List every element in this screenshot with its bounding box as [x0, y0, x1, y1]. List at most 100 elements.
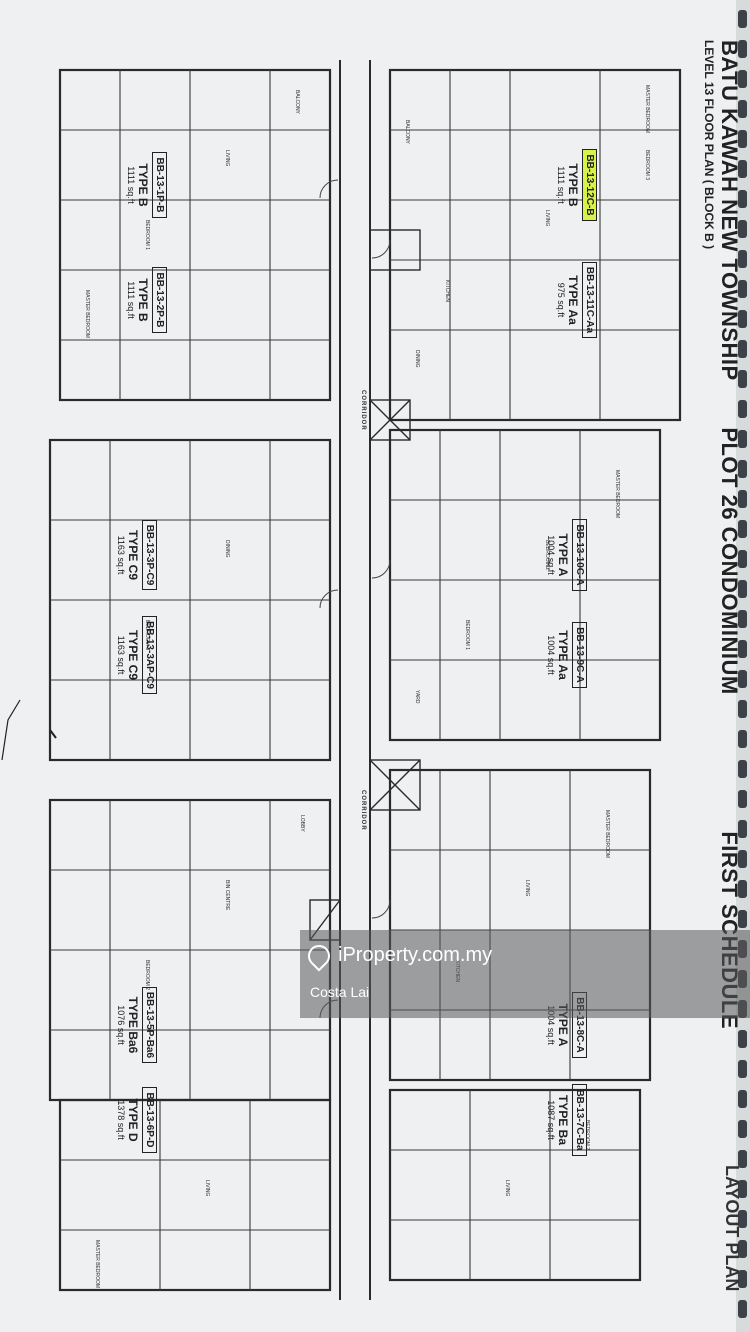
binding-ring [738, 220, 747, 238]
binding-ring [738, 370, 747, 388]
binding-ring [738, 460, 747, 478]
room-label: BIN CENTRE [224, 880, 230, 911]
unit-type: TYPE B [136, 163, 150, 207]
binding-ring [738, 280, 747, 298]
binding-ring [738, 190, 747, 208]
unit-type: TYPE C9 [126, 529, 140, 580]
room-label: LIVING [544, 210, 550, 227]
unit-area: 1111 sq.ft [126, 166, 136, 204]
unit-type: TYPE D [126, 1098, 140, 1142]
unit-label: BB-13-6P-D TYPE D 1378 sq.ft [116, 1075, 160, 1165]
unit-code: BB-13-3P-C9 [142, 519, 157, 591]
room-label: KITCHEN [444, 280, 450, 302]
binding-ring [738, 310, 747, 328]
room-label: MASTER BEDROOM [84, 290, 90, 339]
unit-label: BB-13-2P-B TYPE B 1111 sq.ft [126, 255, 170, 345]
unit-type: TYPE A [556, 533, 570, 577]
lower-left-units [58, 68, 332, 402]
unit-type: TYPE B [136, 278, 150, 322]
binding-ring [738, 340, 747, 358]
unit-label: BB-13-3P-C9 TYPE C9 1163 sq.ft [116, 510, 160, 600]
room-label: LIVING [204, 1180, 210, 1197]
binding-ring [738, 1270, 747, 1288]
upper-mid-left-units [388, 428, 662, 742]
binding-ring [738, 610, 747, 628]
binding-ring [738, 640, 747, 658]
unit-label: BB-13-10C-A TYPE A 1004 sq.ft [546, 510, 590, 600]
unit-code: BB-13-10C-A [572, 519, 587, 591]
unit-area: 1163 sq.ft [116, 635, 126, 675]
binding-ring [738, 130, 747, 148]
unit-label: BB-13-9C-A TYPE Aa 1004 sq.ft [546, 610, 590, 700]
binding-ring [738, 730, 747, 748]
room-label: MASTER BEDROOM [94, 1240, 100, 1289]
room-label: MASTER BEDROOM [604, 810, 610, 859]
unit-area: 1111 sq.ft [556, 166, 566, 204]
binding-ring [738, 10, 747, 28]
room-label: MASTER BEDROOM [644, 85, 650, 134]
binding-ring [738, 1180, 747, 1198]
unit-code: BB-13-6P-D [142, 1087, 157, 1153]
unit-code: BB-13-5P-Ba6 [142, 986, 157, 1064]
watermark-brand-text: iProperty.com.my [338, 944, 493, 966]
lower-right-units [58, 1098, 332, 1292]
unit-code: BB-13-3AP-C9 [142, 616, 157, 694]
unit-type: TYPE B [566, 163, 580, 207]
room-label: LOBBY [299, 815, 305, 832]
binding-ring [738, 880, 747, 898]
unit-type: TYPE C9 [126, 629, 140, 680]
binding-ring [738, 70, 747, 88]
unit-label: BB-13-3AP-C9 TYPE C9 1163 sq.ft [116, 610, 160, 700]
unit-code: BB-13-7C-Ba [572, 1084, 587, 1156]
unit-label: BB-13-5P-Ba6 TYPE Ba6 1076 sq.ft [116, 980, 160, 1070]
unit-area: 1004 sq.ft [546, 535, 556, 575]
room-label: BALCONY [294, 90, 300, 114]
binding-ring [738, 400, 747, 418]
binding-ring [738, 790, 747, 808]
unit-code: BB-13-2P-B [152, 267, 167, 333]
room-label: YARD [414, 690, 420, 704]
binding-ring [738, 40, 747, 58]
binding-ring [738, 670, 747, 688]
binding-ring [738, 1300, 747, 1318]
room-label: DINING [224, 540, 230, 558]
corridor-label: CORRIDOR [360, 390, 366, 431]
binding-ring [738, 430, 747, 448]
binding-ring [738, 1060, 747, 1078]
watermark-agent: Costa Lai [310, 984, 370, 1000]
binding-ring [738, 1240, 747, 1258]
room-label: LIVING [504, 1180, 510, 1197]
unit-area: 1076 sq.ft [116, 1005, 126, 1045]
binding-ring [738, 550, 747, 568]
upper-left-units [388, 68, 682, 422]
binding-ring [738, 490, 747, 508]
upper-mid-right-units [388, 768, 652, 1082]
room-label: DINING [414, 350, 420, 368]
unit-code: BB-13-12C-B [582, 149, 597, 221]
binding-ring [738, 700, 747, 718]
unit-type: TYPE Ba [556, 1094, 570, 1145]
unit-area: 1087 sq.ft [546, 1100, 556, 1140]
binding-ring [738, 520, 747, 538]
binding-ring [738, 1030, 747, 1048]
room-label: MASTER BEDROOM [614, 470, 620, 519]
watermark-brand: iProperty.com.my [303, 939, 493, 972]
binding-ring [738, 160, 747, 178]
binding-ring [738, 910, 747, 928]
binding-ring [738, 1120, 747, 1138]
location-pin-icon [303, 939, 335, 972]
unit-area: 1004 sq.ft [546, 635, 556, 675]
unit-area: 1111 sq.ft [126, 281, 136, 319]
unit-label: BB-13-12C-B TYPE B 1111 sq.ft [556, 140, 600, 230]
unit-code: BB-13-1P-B [152, 152, 167, 218]
binding-ring [738, 820, 747, 838]
binding-ring [738, 1090, 747, 1108]
iproperty-watermark: iProperty.com.my Costa Lai [300, 930, 750, 1018]
binding-ring [738, 760, 747, 778]
unit-label: BB-13-11C-Aa TYPE Aa 975 sq.ft [556, 255, 600, 345]
unit-code: BB-13-11C-Aa [582, 261, 597, 339]
binding-ring [738, 250, 747, 268]
